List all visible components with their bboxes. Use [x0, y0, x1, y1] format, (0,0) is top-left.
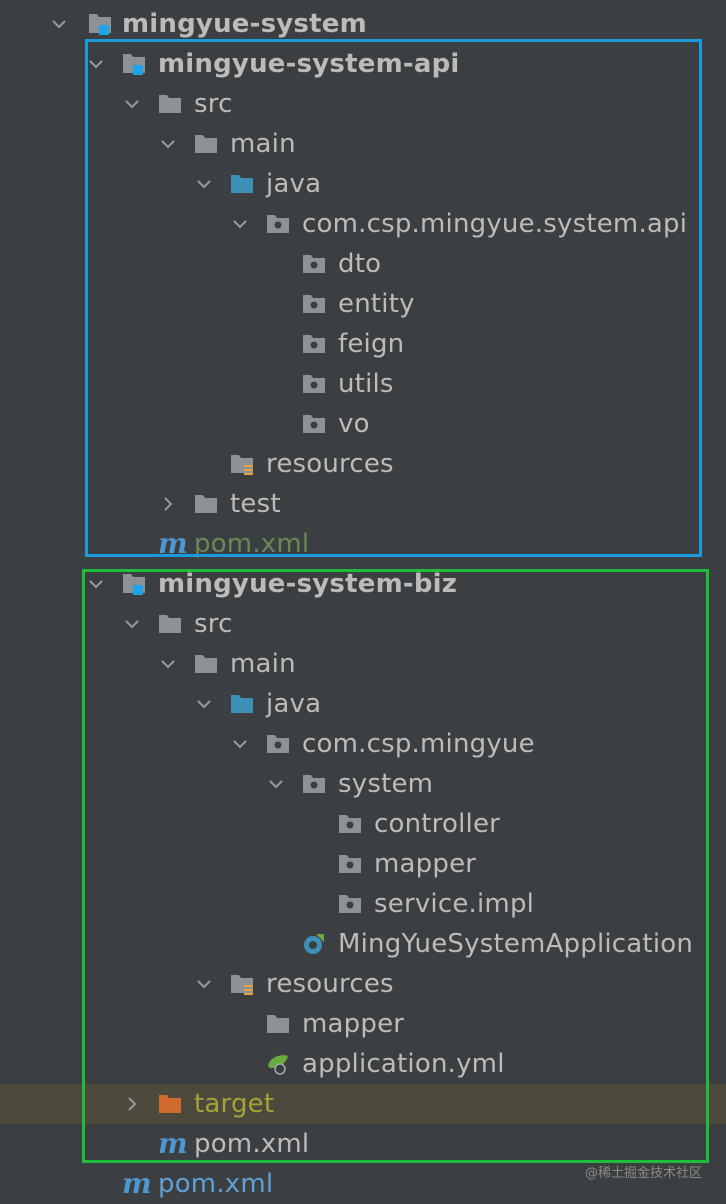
folder-label: main — [230, 129, 296, 159]
tree-node-package[interactable]: feign — [0, 324, 726, 364]
class-label: MingYueSystemApplication — [338, 929, 694, 959]
api-module-label: mingyue-system-api — [158, 49, 460, 79]
tree-node-app-yml[interactable]: application.yml — [0, 1044, 726, 1084]
package-label: dto — [338, 249, 382, 279]
tree-node-biz-main[interactable]: main — [0, 644, 726, 684]
tree-node-biz-pom[interactable]: m pom.xml — [0, 1124, 726, 1164]
folder-label: resources — [266, 449, 394, 479]
package-label: controller — [374, 809, 501, 839]
tree-node-package[interactable]: controller — [0, 804, 726, 844]
package-label: com.csp.mingyue.system.api — [302, 209, 688, 239]
biz-module-highlight — [82, 569, 709, 1163]
package-label: system — [338, 769, 434, 799]
pom-file-label: pom.xml — [194, 1129, 310, 1159]
tree-node-biz-package[interactable]: com.csp.mingyue — [0, 724, 726, 764]
tree-node-target[interactable]: target — [0, 1084, 726, 1124]
folder-label: test — [230, 489, 281, 519]
chevron-down-icon[interactable] — [49, 14, 69, 34]
tree-node-api-test[interactable]: test — [0, 484, 726, 524]
api-module-highlight — [85, 39, 702, 557]
package-label: service.impl — [374, 889, 535, 919]
biz-module-label: mingyue-system-biz — [158, 569, 458, 599]
tree-node-api-module[interactable]: mingyue-system-api — [0, 44, 726, 84]
folder-label: src — [194, 609, 233, 639]
tree-gutter — [0, 0, 26, 1204]
tree-node-biz-java[interactable]: java — [0, 684, 726, 724]
maven-pom-icon: m — [122, 1167, 152, 1200]
package-label: vo — [338, 409, 370, 439]
module-folder-icon — [88, 12, 112, 36]
tree-node-biz-module[interactable]: mingyue-system-biz — [0, 564, 726, 604]
tree-node-api-src[interactable]: src — [0, 84, 726, 124]
tree-node-package[interactable]: mapper — [0, 844, 726, 884]
tree-node-package[interactable]: vo — [0, 404, 726, 444]
tree-node-biz-resources[interactable]: resources — [0, 964, 726, 1004]
maven-pom-icon: m — [158, 1127, 188, 1160]
folder-label: java — [266, 169, 322, 199]
tree-node-res-mapper[interactable]: mapper — [0, 1004, 726, 1044]
tree-node-package[interactable]: utils — [0, 364, 726, 404]
tree-node-root[interactable]: mingyue-system — [0, 4, 726, 44]
tree-node-biz-system[interactable]: system — [0, 764, 726, 804]
tree-node-api-java[interactable]: java — [0, 164, 726, 204]
root-module-label: mingyue-system — [122, 9, 367, 39]
tree-node-api-package[interactable]: com.csp.mingyue.system.api — [0, 204, 726, 244]
pom-file-label: pom.xml — [158, 1169, 274, 1199]
watermark: @稀土掘金技术社区 — [584, 1166, 702, 1181]
tree-node-api-main[interactable]: main — [0, 124, 726, 164]
tree-node-package[interactable]: entity — [0, 284, 726, 324]
package-label: entity — [338, 289, 415, 319]
folder-label: resources — [266, 969, 394, 999]
package-label: utils — [338, 369, 394, 399]
folder-label: java — [266, 689, 322, 719]
folder-label: mapper — [302, 1009, 405, 1039]
tree-node-package[interactable]: service.impl — [0, 884, 726, 924]
tree-node-biz-src[interactable]: src — [0, 604, 726, 644]
package-label: feign — [338, 329, 405, 359]
tree-node-api-resources[interactable]: resources — [0, 444, 726, 484]
tree-node-root-pom[interactable]: m pom.xml — [0, 1164, 726, 1204]
folder-label: main — [230, 649, 296, 679]
tree-node-package[interactable]: dto — [0, 244, 726, 284]
folder-label: target — [194, 1089, 275, 1119]
package-label: mapper — [374, 849, 477, 879]
tree-node-app-class[interactable]: MingYueSystemApplication — [0, 924, 726, 964]
file-label: application.yml — [302, 1049, 505, 1079]
folder-label: src — [194, 89, 233, 119]
package-label: com.csp.mingyue — [302, 729, 535, 759]
